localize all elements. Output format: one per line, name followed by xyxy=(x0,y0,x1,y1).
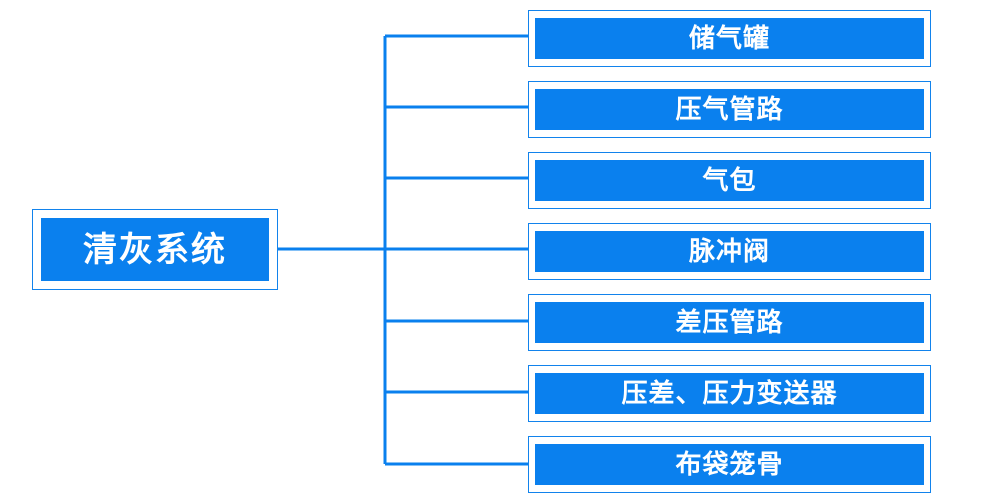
node-child-1-fill: 压气管路 xyxy=(535,89,924,130)
node-child-4-fill: 差压管路 xyxy=(535,302,924,343)
node-root[interactable]: 清灰系统 xyxy=(32,209,278,290)
node-root-fill: 清灰系统 xyxy=(41,218,269,281)
node-child-0[interactable]: 储气罐 xyxy=(528,10,931,67)
node-child-4-label: 差压管路 xyxy=(675,307,784,338)
node-child-4[interactable]: 差压管路 xyxy=(528,294,931,351)
node-child-6-fill: 布袋笼骨 xyxy=(535,444,924,485)
node-child-6-label: 布袋笼骨 xyxy=(675,449,784,480)
node-child-0-label: 储气罐 xyxy=(688,23,770,54)
node-child-6[interactable]: 布袋笼骨 xyxy=(528,436,931,493)
node-child-1-label: 压气管路 xyxy=(675,94,784,125)
node-child-3-fill: 脉冲阀 xyxy=(535,231,924,272)
node-root-label: 清灰系统 xyxy=(83,229,227,270)
node-child-3[interactable]: 脉冲阀 xyxy=(528,223,931,280)
node-child-2-label: 气包 xyxy=(702,165,757,196)
node-child-5-label: 压差、压力变送器 xyxy=(621,378,838,409)
node-child-1[interactable]: 压气管路 xyxy=(528,81,931,138)
node-child-5[interactable]: 压差、压力变送器 xyxy=(528,365,931,422)
node-child-5-fill: 压差、压力变送器 xyxy=(535,373,924,414)
node-child-3-label: 脉冲阀 xyxy=(688,236,770,267)
node-child-0-fill: 储气罐 xyxy=(535,18,924,59)
node-child-2-fill: 气包 xyxy=(535,160,924,201)
node-child-2[interactable]: 气包 xyxy=(528,152,931,209)
